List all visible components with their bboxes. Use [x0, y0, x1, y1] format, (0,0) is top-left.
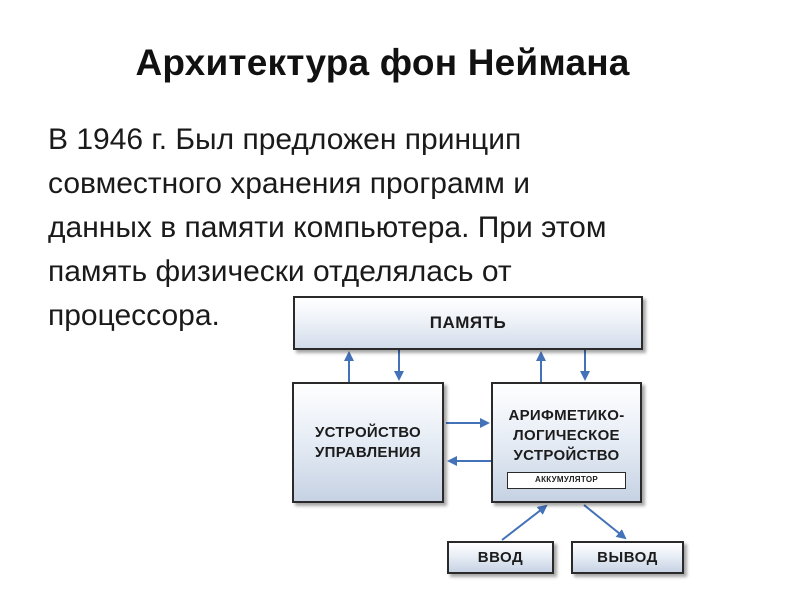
output-box: ВЫВОД: [571, 541, 684, 574]
body-line: процессора.: [48, 299, 220, 332]
memory-box: ПАМЯТЬ: [293, 296, 643, 350]
control-unit-label-line: УСТРОЙСТВО: [315, 423, 421, 441]
body-line: память физически отделялась от: [48, 255, 512, 288]
slide-title: Архитектура фон Неймана: [135, 42, 630, 83]
control-unit-box: УСТРОЙСТВО УПРАВЛЕНИЯ: [292, 382, 444, 503]
input-label: ВВОД: [477, 549, 524, 566]
alu-label-line: АРИФМЕТИКО-: [508, 407, 625, 424]
alu-label-line: ЛОГИЧЕСКОЕ: [513, 427, 620, 444]
body-line: В 1946 г. Был предложен принцип: [48, 123, 522, 156]
memory-label: ПАМЯТЬ: [429, 313, 507, 332]
alu-box: АРИФМЕТИКО- ЛОГИЧЕСКОЕ УСТРОЙСТВО АККУМУ…: [491, 382, 642, 503]
accumulator-box: АККУМУЛЯТОР: [507, 472, 626, 489]
body-paragraph: В 1946 г. Был предложен принцип совместн…: [48, 118, 748, 338]
arrow-alu-to-output: [583, 504, 627, 540]
control-unit-label-line: УПРАВЛЕНИЯ: [314, 443, 421, 461]
input-box: ВВОД: [447, 541, 554, 574]
arrow-input-to-alu: [501, 504, 548, 541]
output-label: ВЫВОД: [597, 549, 658, 566]
body-line: совместного хранения программ и: [48, 167, 531, 200]
alu-label-line: УСТРОЙСТВО: [513, 447, 620, 464]
body-line: данных в памяти компьютера. При этом: [48, 211, 607, 244]
